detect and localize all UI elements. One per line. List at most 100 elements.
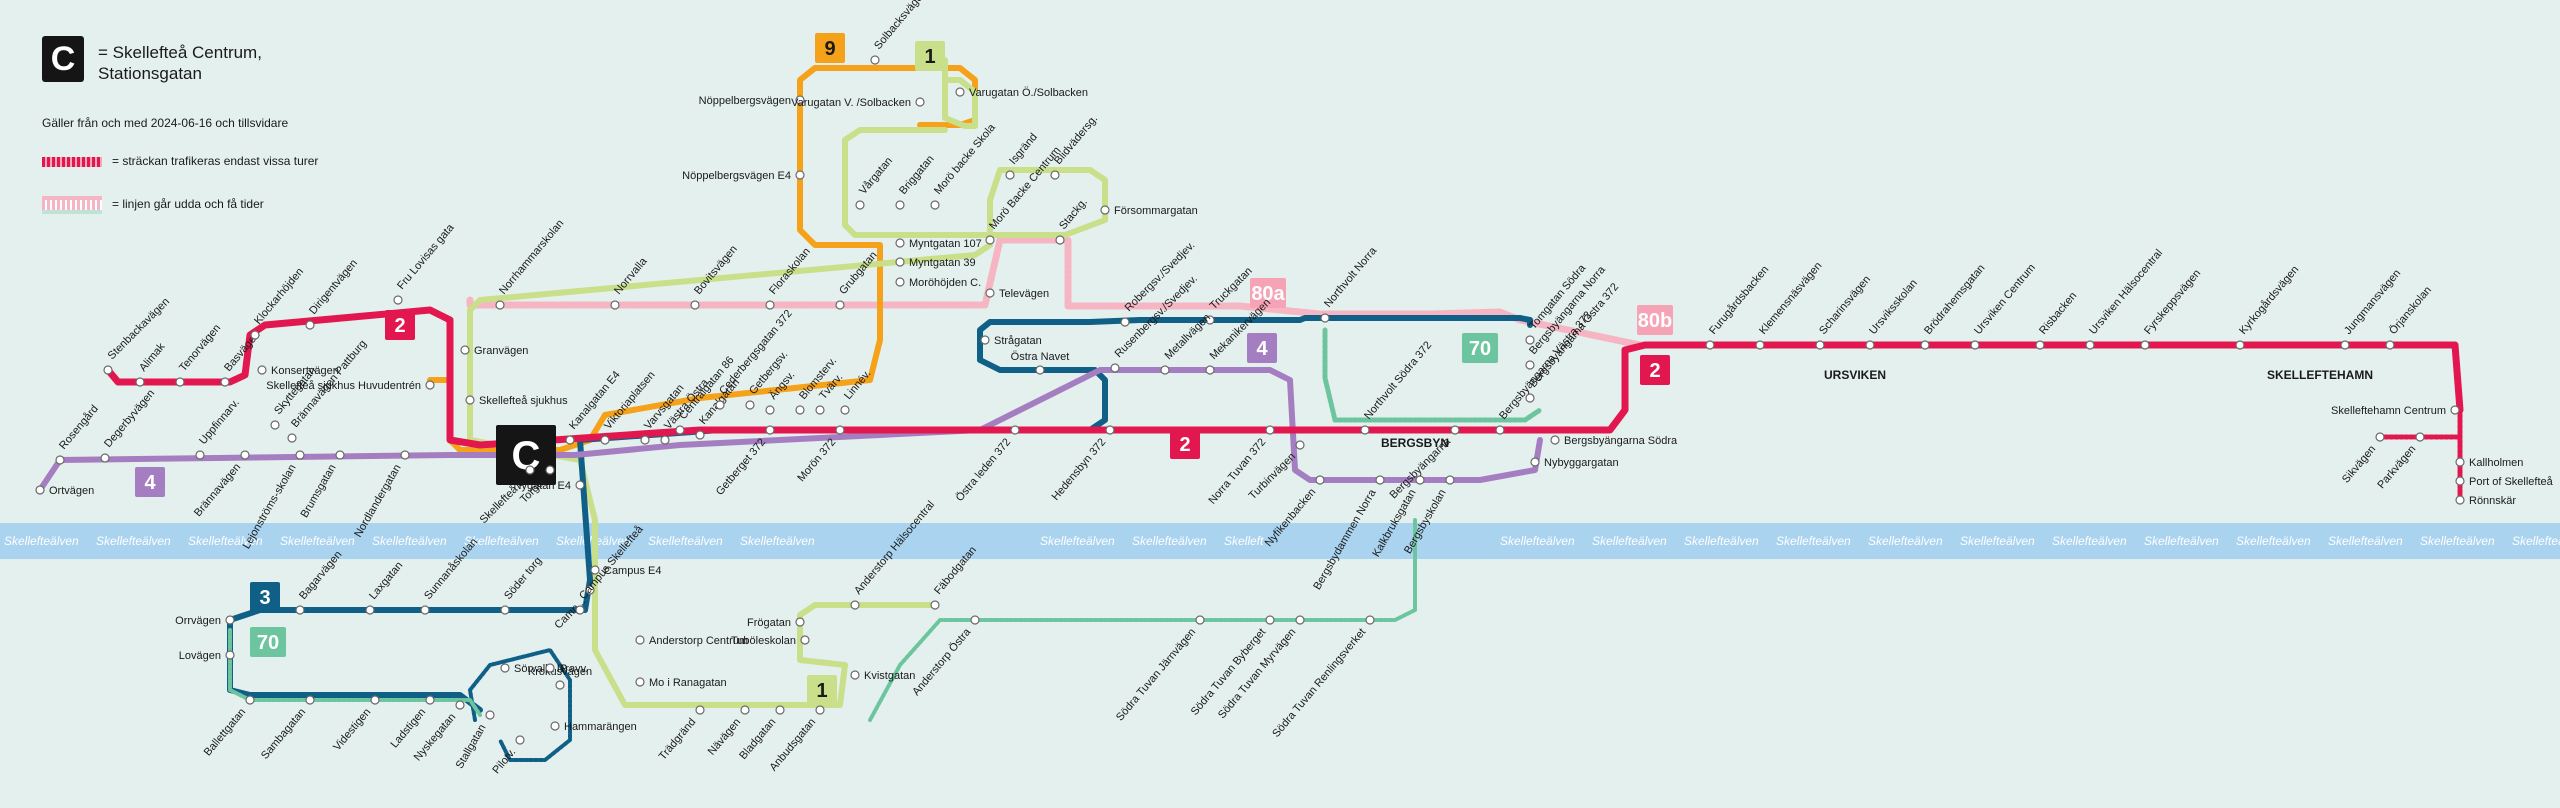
stop-marker[interactable] xyxy=(287,433,297,443)
stop-marker[interactable] xyxy=(765,300,775,310)
stop[interactable]: Uppfinnarv. xyxy=(195,397,242,460)
stop-marker[interactable] xyxy=(55,455,65,465)
stop[interactable]: Bergsbyängarna Södra xyxy=(1550,435,1678,447)
stop[interactable]: Laxgatan xyxy=(365,560,405,615)
stop[interactable]: Tuböleskolan xyxy=(731,635,810,647)
stop[interactable]: Skellefteå sjukhus Huvudentrén xyxy=(266,380,435,392)
stop[interactable]: Briggatan xyxy=(895,153,937,210)
stop[interactable]: Jungmansvägen xyxy=(2340,267,2403,350)
stop-marker[interactable] xyxy=(1815,340,1825,350)
stop[interactable]: Campus E4 xyxy=(590,565,661,577)
stop-marker[interactable] xyxy=(103,365,113,375)
stop-marker[interactable] xyxy=(2415,432,2425,442)
stop-marker[interactable] xyxy=(550,721,560,731)
stop-marker[interactable] xyxy=(1705,340,1715,350)
stop-marker[interactable] xyxy=(1525,360,1535,370)
stop-marker[interactable] xyxy=(2455,495,2465,505)
stop[interactable]: Kvistgatan xyxy=(850,670,915,682)
stop-marker[interactable] xyxy=(795,170,805,180)
stop-marker[interactable] xyxy=(1755,340,1765,350)
stop-marker[interactable] xyxy=(295,450,305,460)
stop-marker[interactable] xyxy=(1375,475,1385,485)
stop-marker[interactable] xyxy=(425,695,435,705)
stop-marker[interactable] xyxy=(930,200,940,210)
stop[interactable]: Norrvalla xyxy=(610,255,650,310)
stop-marker[interactable] xyxy=(1120,317,1130,327)
stop-marker[interactable] xyxy=(2035,340,2045,350)
stop[interactable]: Nygatan E4 xyxy=(514,480,585,492)
stop[interactable]: Risbacken xyxy=(2035,290,2079,350)
stop-marker[interactable] xyxy=(835,300,845,310)
stop[interactable]: Strågatan xyxy=(980,335,1042,347)
stop-marker[interactable] xyxy=(1195,615,1205,625)
stop-marker[interactable] xyxy=(850,670,860,680)
stop-marker[interactable] xyxy=(100,453,110,463)
stop-marker[interactable] xyxy=(765,405,775,415)
stop-marker[interactable] xyxy=(1495,425,1505,435)
stop-marker[interactable] xyxy=(1265,425,1275,435)
stop[interactable]: Floraskolan xyxy=(765,246,813,310)
stop-marker[interactable] xyxy=(495,300,505,310)
stop[interactable]: Nöppelbergsvägen xyxy=(699,95,805,107)
stop[interactable]: Granvägen xyxy=(460,345,528,357)
stop-marker[interactable] xyxy=(2375,432,2385,442)
stop-marker[interactable] xyxy=(895,200,905,210)
stop-marker[interactable] xyxy=(915,97,925,107)
stop-marker[interactable] xyxy=(585,585,595,595)
stop-marker[interactable] xyxy=(1295,615,1305,625)
stop-marker[interactable] xyxy=(393,295,403,305)
stop-marker[interactable] xyxy=(815,405,825,415)
stop[interactable]: Sörvalla IP xyxy=(500,663,567,675)
stop-marker[interactable] xyxy=(2455,476,2465,486)
stop[interactable]: Parkvägen xyxy=(2375,432,2425,491)
stop-marker[interactable] xyxy=(2340,340,2350,350)
stop-marker[interactable] xyxy=(545,663,555,673)
stop-marker[interactable] xyxy=(1105,425,1115,435)
stop-marker[interactable] xyxy=(970,615,980,625)
stop-marker[interactable] xyxy=(795,617,805,627)
stop-marker[interactable] xyxy=(1265,615,1275,625)
stop-marker[interactable] xyxy=(250,330,260,340)
stop-marker[interactable] xyxy=(590,565,600,575)
stop-marker[interactable] xyxy=(257,365,267,375)
stop-marker[interactable] xyxy=(695,705,705,715)
stop-marker[interactable] xyxy=(895,257,905,267)
stop-marker[interactable] xyxy=(1450,425,1460,435)
stop-marker[interactable] xyxy=(2140,340,2150,350)
stop[interactable]: Frögatan xyxy=(747,617,805,629)
stop[interactable]: Anderstorp Centrum xyxy=(635,635,748,647)
stop-marker[interactable] xyxy=(305,695,315,705)
stop-marker[interactable] xyxy=(525,465,535,475)
stop-marker[interactable] xyxy=(855,200,865,210)
stop[interactable]: Vårgatan xyxy=(855,155,895,210)
stop-marker[interactable] xyxy=(460,345,470,355)
stop-marker[interactable] xyxy=(610,300,620,310)
stop-marker[interactable] xyxy=(1110,363,1120,373)
stop[interactable]: Brumsgatan xyxy=(299,450,345,520)
stop-marker[interactable] xyxy=(400,450,410,460)
stop-marker[interactable] xyxy=(1035,365,1045,375)
stop[interactable]: Varugatan Ö./Solbacken xyxy=(955,87,1088,99)
stop[interactable]: Stackg. xyxy=(1055,196,1090,245)
stop[interactable]: Ballettgatan xyxy=(202,695,255,758)
stop[interactable]: Örjanskolan xyxy=(2385,284,2434,350)
stop-marker[interactable] xyxy=(740,705,750,715)
stop[interactable]: Televägen xyxy=(985,288,1049,300)
stop[interactable]: Northvolt Norra xyxy=(1320,244,1380,323)
stop-marker[interactable] xyxy=(1160,365,1170,375)
stop-marker[interactable] xyxy=(455,700,465,710)
stop[interactable]: Rosengård xyxy=(55,403,101,465)
stop[interactable]: Brödrahemsgatan xyxy=(1920,262,1988,350)
stop[interactable]: Getberget 372 xyxy=(714,425,775,498)
stop-marker[interactable] xyxy=(225,650,235,660)
stop[interactable]: Mo i Ranagatan xyxy=(635,677,727,689)
stop-marker[interactable] xyxy=(985,235,995,245)
stop-marker[interactable] xyxy=(1295,440,1305,450)
stop-marker[interactable] xyxy=(1865,340,1875,350)
stop-marker[interactable] xyxy=(225,615,235,625)
stop[interactable]: Brännavägen xyxy=(192,450,250,519)
stop-marker[interactable] xyxy=(1010,425,1020,435)
stop[interactable]: Furugårdsbacken xyxy=(1705,264,1771,350)
stop-marker[interactable] xyxy=(635,635,645,645)
stop-marker[interactable] xyxy=(1050,170,1060,180)
